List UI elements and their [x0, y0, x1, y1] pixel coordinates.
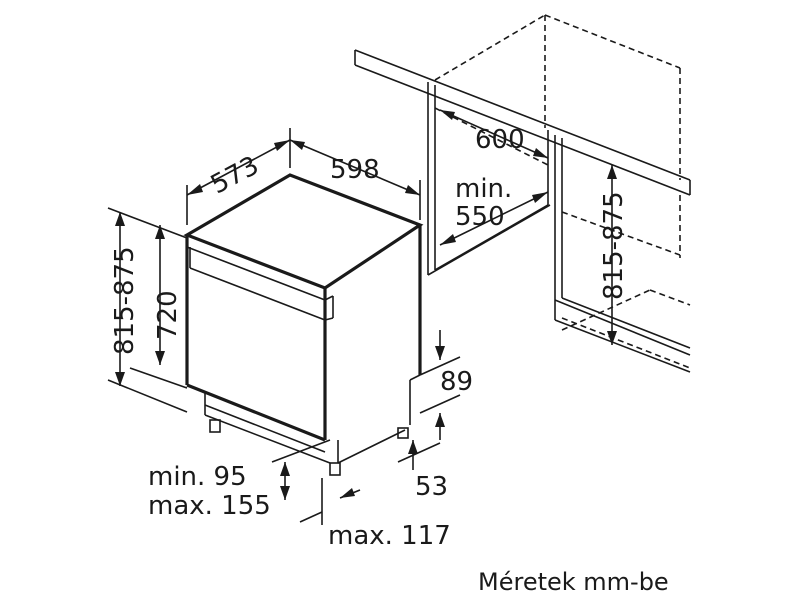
label-width-598: 598 — [330, 155, 380, 185]
label-door-max: max. 155 — [148, 491, 271, 521]
dimension-lines — [107, 109, 617, 525]
label-cabinet-depth-min: min. — [455, 174, 512, 204]
dishwasher-body — [183, 173, 424, 476]
label-height-720: 720 — [153, 290, 183, 340]
label-plinth-89: 89 — [440, 367, 473, 397]
label-cabinet-width-600: 600 — [475, 125, 525, 155]
label-height-range-left: 815-875 — [110, 246, 140, 355]
countertop-cabinet — [354, 14, 691, 373]
caption-units: Méretek mm-be — [478, 568, 669, 596]
label-height-range-right: 815-875 — [599, 191, 629, 300]
label-recess-53: 53 — [415, 472, 448, 502]
label-cabinet-depth-550: 550 — [455, 202, 505, 232]
label-door-min: min. 95 — [148, 462, 247, 492]
label-foot-max: max. 117 — [328, 521, 451, 551]
